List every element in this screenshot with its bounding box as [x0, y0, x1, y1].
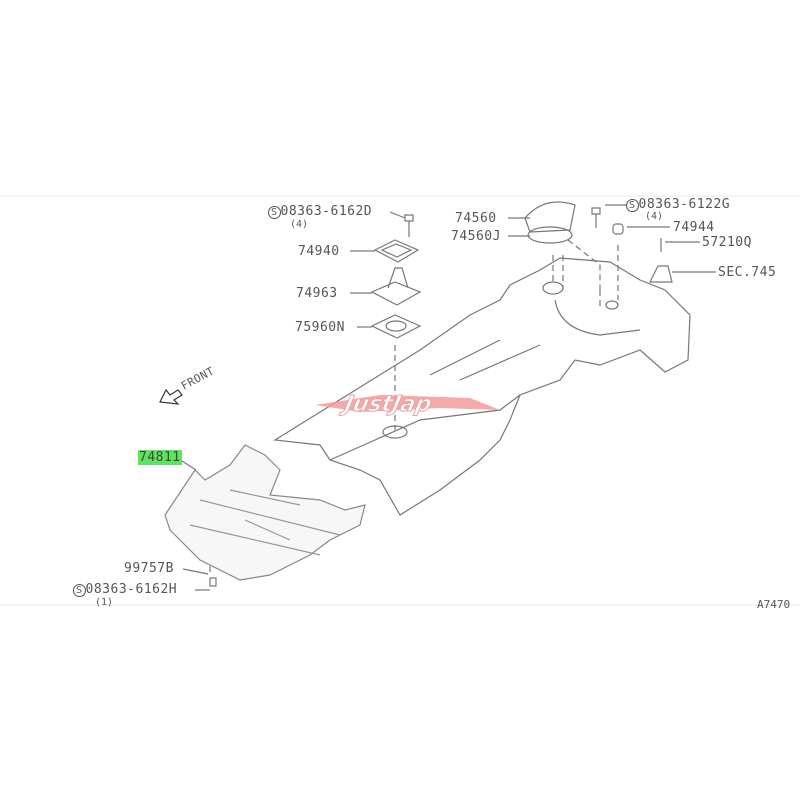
part-74560[interactable]: 74560 — [455, 211, 497, 226]
gasket-glyph — [373, 239, 420, 263]
qty-08363-6162D: (4) — [290, 219, 309, 230]
qty-08363-6162H: (1) — [95, 597, 114, 608]
diagram-code: A7470 — [757, 598, 791, 611]
part-74963[interactable]: 74963 — [296, 286, 338, 301]
front-arrow-icon — [159, 388, 183, 405]
boot-glyph — [370, 267, 422, 306]
s-symbol-icon: S — [73, 584, 86, 597]
floor-pan — [273, 257, 691, 516]
part-74560J[interactable]: 74560J — [451, 229, 501, 244]
s-symbol-icon: S — [268, 206, 281, 219]
bolt-glyph — [404, 214, 414, 237]
undercover-glyph — [164, 444, 366, 581]
qty-08363-6122G: (4) — [645, 211, 664, 222]
boot-lower-glyph — [370, 314, 422, 339]
part-99757B[interactable]: 99757B — [124, 561, 174, 576]
part-74811-highlighted[interactable]: 74811 — [138, 450, 182, 465]
part-74944[interactable]: 74944 — [673, 220, 715, 235]
plate-glyph — [524, 201, 576, 233]
part-57210Q[interactable]: 57210Q — [702, 235, 752, 250]
s-symbol-icon: S — [626, 199, 639, 212]
part-74940[interactable]: 74940 — [298, 244, 340, 259]
part-75960N[interactable]: 75960N — [295, 320, 345, 335]
section-ref-745[interactable]: SEC.745 — [718, 265, 777, 280]
watermark-logo: JustJap — [342, 392, 435, 418]
